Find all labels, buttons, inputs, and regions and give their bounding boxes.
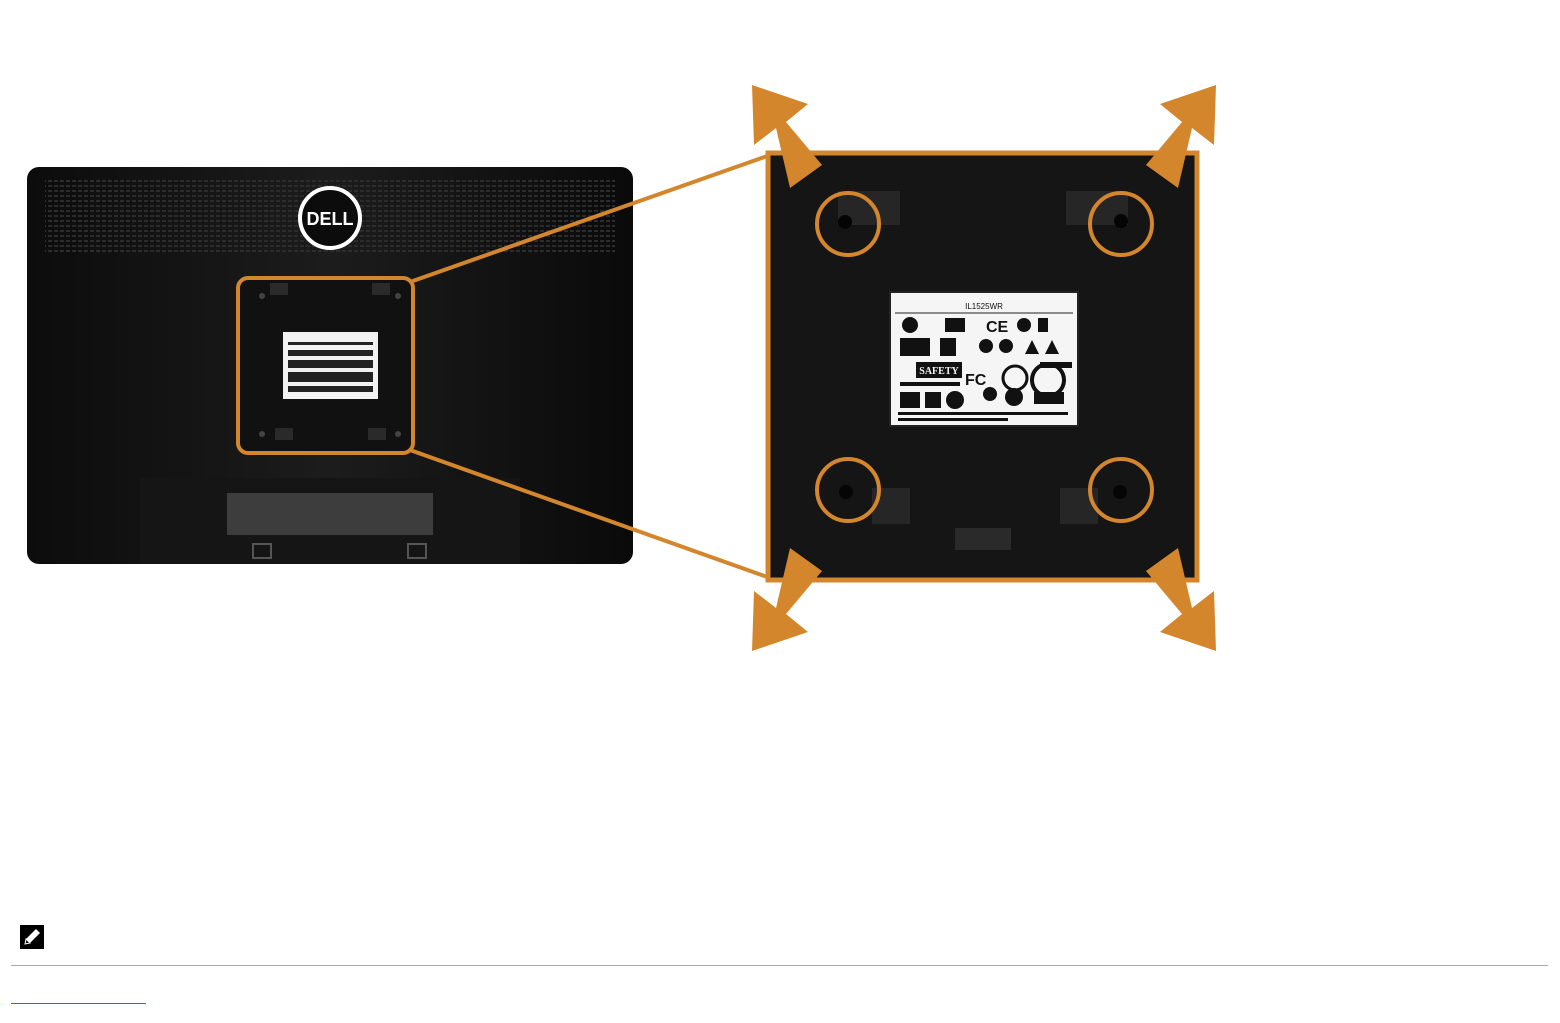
monitor-back: DELL — [27, 167, 633, 564]
vesa-panel-small — [238, 278, 413, 453]
stand-label — [227, 493, 433, 535]
svg-text:FC: FC — [965, 372, 987, 389]
regulatory-label: IL1525WR CE SAFETY FC — [890, 292, 1078, 426]
divider — [11, 965, 1548, 966]
vesa-removal-figure: DELL — [0, 0, 1560, 700]
note-pencil-icon — [19, 924, 45, 950]
vesa-panel-zoom: IL1525WR CE SAFETY FC — [768, 153, 1197, 580]
dell-logo-text: DELL — [307, 209, 354, 229]
svg-text:CE: CE — [986, 319, 1009, 336]
back-to-contents-link[interactable] — [11, 985, 146, 1004]
dell-logo: DELL — [300, 188, 360, 248]
label-model-text: IL1525WR — [965, 302, 1003, 311]
safety-mark-text: SAFETY — [919, 366, 959, 377]
